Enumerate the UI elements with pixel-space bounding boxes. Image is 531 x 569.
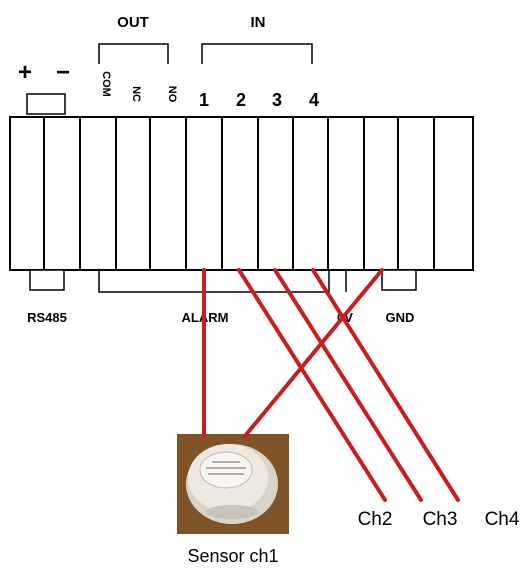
wire-gnd-to-sensor <box>243 268 384 438</box>
in-bracket <box>201 43 313 64</box>
ch3-caption: Ch3 <box>423 509 458 530</box>
wire-input-2-to-ch2 <box>237 268 387 502</box>
ch2-caption: Ch2 <box>358 509 393 530</box>
com-label: COM <box>100 71 112 97</box>
rs485-bottom-tab <box>29 269 65 291</box>
sensor-caption: Sensor ch1 <box>187 546 278 566</box>
out-label: OUT <box>117 14 149 31</box>
terminal-block <box>9 116 474 271</box>
nc-label: NC <box>130 86 142 102</box>
input-1-label: 1 <box>199 90 209 110</box>
minus-label: − <box>56 59 70 86</box>
gnd-label: GND <box>386 310 415 325</box>
plus-label: + <box>18 59 32 86</box>
wire-input-3-to-ch3 <box>273 268 423 502</box>
alarm-bracket <box>98 270 330 293</box>
out-bracket <box>98 43 169 64</box>
rs485-top-tab <box>26 93 66 115</box>
wires <box>202 268 460 502</box>
in-label: IN <box>251 14 266 31</box>
smoke-detector-icon <box>177 434 289 534</box>
input-2-label: 2 <box>236 90 246 110</box>
terminal-dividers <box>43 117 435 270</box>
rs485-label: RS485 <box>27 310 67 325</box>
wire-input-4-to-ch4 <box>311 268 460 502</box>
gnd-tab <box>381 269 417 291</box>
no-label: NO <box>166 86 178 103</box>
ch4-caption: Ch4 <box>485 509 520 530</box>
input-3-label: 3 <box>272 90 282 110</box>
input-4-label: 4 <box>309 90 319 110</box>
